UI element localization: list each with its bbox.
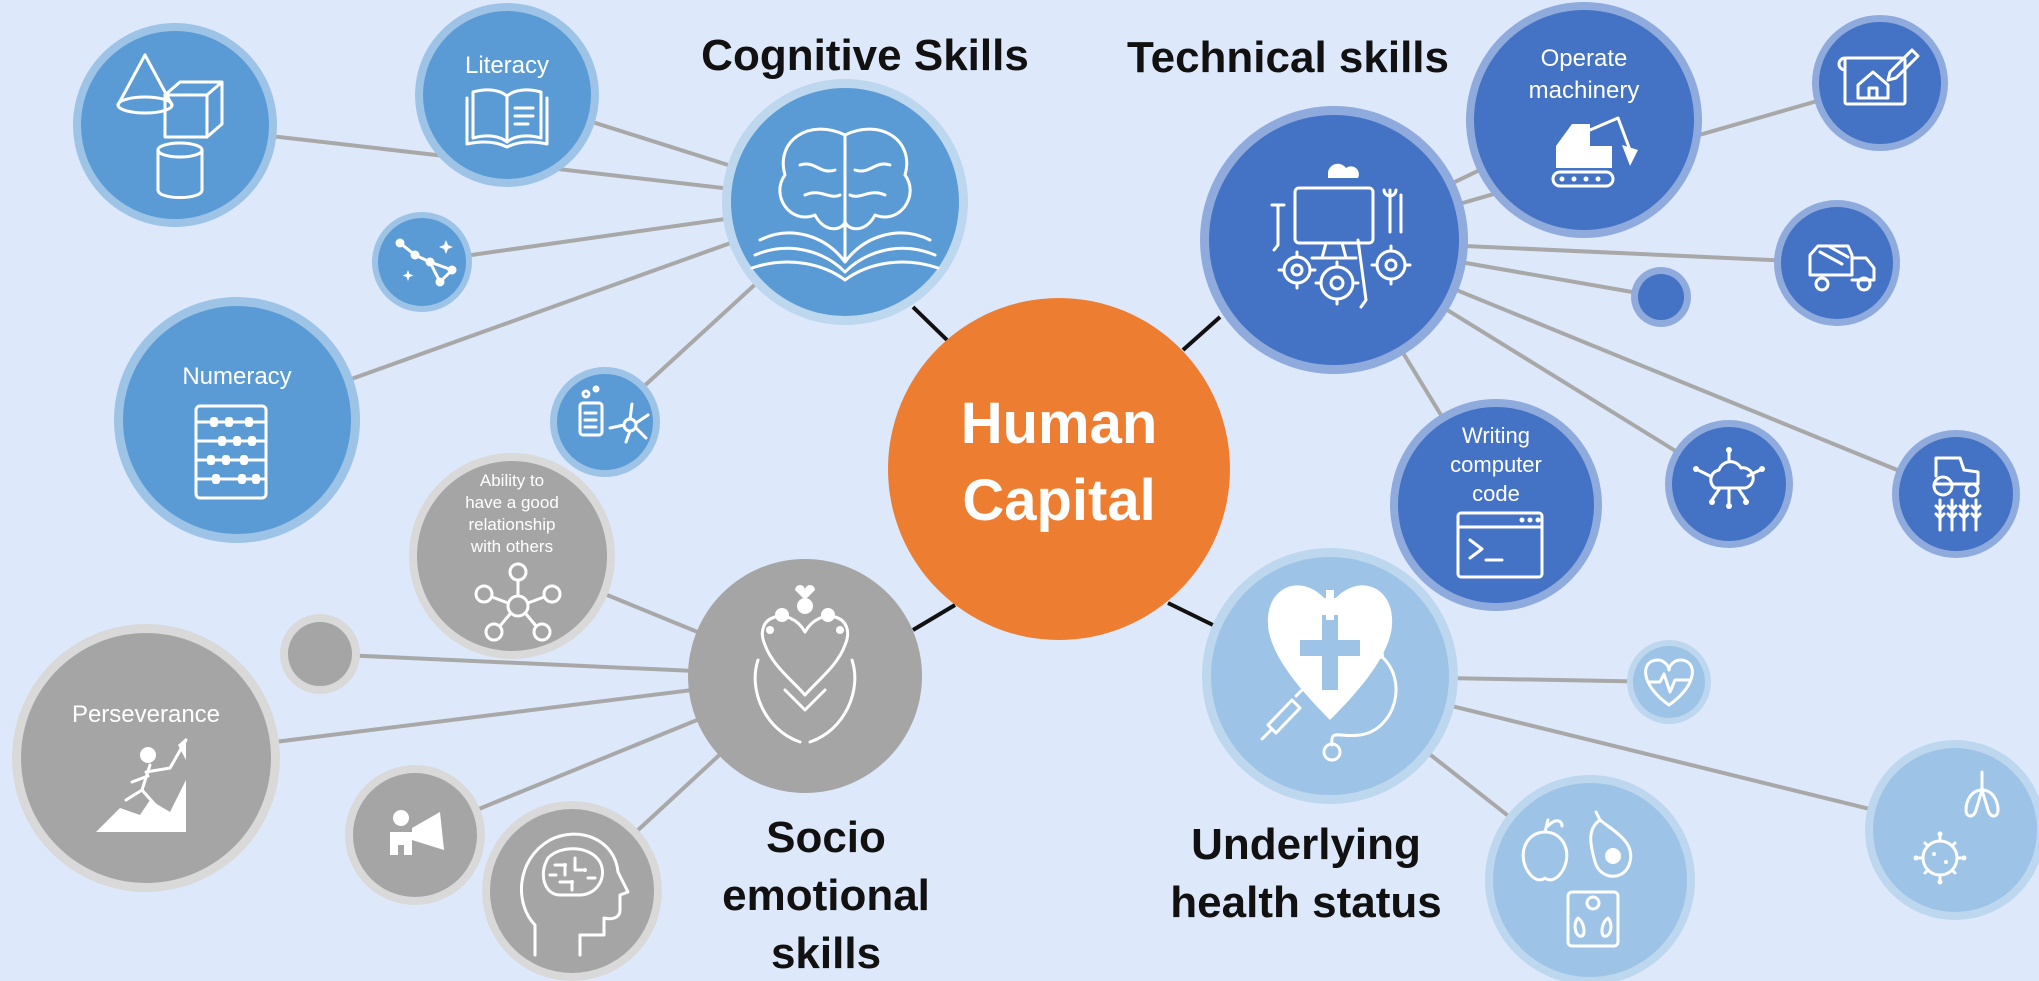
mind-node xyxy=(482,801,662,981)
connector-center-socio xyxy=(911,603,957,632)
cognitive-hub xyxy=(722,79,968,325)
socio-heading-line1: Socio xyxy=(766,813,886,862)
writing-code-label-line1: Writing xyxy=(1462,423,1530,448)
technical-group: Technical skills xyxy=(1127,2,2020,611)
center-label-line1: Human xyxy=(961,391,1158,456)
connector-center-health xyxy=(1167,601,1216,628)
heart-cross-stethoscope-icon xyxy=(1260,585,1398,762)
megaphone-node xyxy=(345,765,485,905)
constellation-node xyxy=(372,212,472,312)
socio-small-dot xyxy=(280,614,360,694)
geometric-shapes-icon xyxy=(116,53,224,199)
science-neuron-icon xyxy=(578,385,650,444)
disease-node xyxy=(1865,740,2039,920)
social-network-icon xyxy=(474,562,562,642)
writing-code-label-line3: code xyxy=(1472,481,1520,506)
excavator-icon xyxy=(1551,116,1638,188)
operate-machinery-node: Operate machinery xyxy=(1466,2,1702,238)
technical-hub xyxy=(1200,106,1468,374)
apple-avocado-scale-icon xyxy=(1521,810,1633,948)
numeracy-label: Numeracy xyxy=(182,363,291,390)
socio-group: Socio emotional skills Ability to hav xyxy=(12,453,930,981)
head-brain-icon xyxy=(520,832,630,957)
operate-machinery-label-line1: Operate xyxy=(1541,45,1628,72)
brain-book-icon xyxy=(750,127,940,282)
cloud-network-icon xyxy=(1693,447,1765,509)
truck-node xyxy=(1774,200,1900,326)
relationships-label-line4: with others xyxy=(470,537,553,556)
lungs-virus-icon xyxy=(1913,770,2000,885)
writing-code-node: Writing computer code xyxy=(1390,399,1602,611)
tractor-node xyxy=(1892,430,2020,558)
numeracy-node: Numeracy xyxy=(114,297,360,543)
connector-center-cognitive xyxy=(911,305,949,342)
health-heading-line2: health status xyxy=(1170,878,1441,927)
open-book-icon xyxy=(465,88,549,149)
technical-heading: Technical skills xyxy=(1127,33,1449,82)
science-node xyxy=(550,367,660,477)
relationships-label-line3: relationship xyxy=(469,515,556,534)
perseverance-node: Perseverance xyxy=(12,624,280,892)
abacus-icon xyxy=(194,404,268,500)
terminal-icon xyxy=(1456,511,1544,579)
computer-gears-tools-icon xyxy=(1270,163,1412,309)
health-heading-line1: Underlying xyxy=(1191,820,1421,869)
nutrition-node xyxy=(1485,775,1695,981)
heartbeat-icon xyxy=(1644,658,1694,707)
operate-machinery-label-line2: machinery xyxy=(1529,77,1640,104)
socio-heading-line2: emotional xyxy=(722,871,930,920)
relationships-label-line2: have a good xyxy=(465,493,559,512)
house-blueprint-icon xyxy=(1837,48,1920,106)
perseverance-label: Perseverance xyxy=(72,701,220,728)
constellation-icon xyxy=(395,238,457,287)
relationships-label-line1: Ability to xyxy=(480,471,544,490)
cloud-node xyxy=(1665,420,1793,548)
human-capital-center: Human Capital xyxy=(888,298,1230,640)
heartbeat-node xyxy=(1627,640,1711,724)
relationships-node: Ability to have a good relationship with… xyxy=(409,453,615,659)
blueprint-node xyxy=(1812,15,1948,151)
technical-small-dot xyxy=(1631,267,1691,327)
writing-code-label-line2: computer xyxy=(1450,452,1542,477)
megaphone-person-icon xyxy=(390,810,444,855)
connector-center-technical xyxy=(1181,315,1222,352)
cognitive-heading: Cognitive Skills xyxy=(701,31,1029,80)
socio-heading-line3: skills xyxy=(771,929,881,978)
geometry-node xyxy=(73,23,277,227)
socio-hub xyxy=(688,559,922,793)
health-group: Underlying health status xyxy=(1170,548,2039,981)
cognitive-group: Cognitive Skills xyxy=(73,3,1029,543)
literacy-label: Literacy xyxy=(465,52,549,79)
health-hub xyxy=(1202,548,1458,804)
tractor-wheat-icon xyxy=(1932,456,1982,532)
literacy-node: Literacy xyxy=(415,3,599,187)
climber-icon xyxy=(96,738,188,832)
cement-truck-icon xyxy=(1808,244,1876,292)
center-label-line2: Capital xyxy=(962,468,1155,533)
heart-hands-icon xyxy=(753,585,857,744)
